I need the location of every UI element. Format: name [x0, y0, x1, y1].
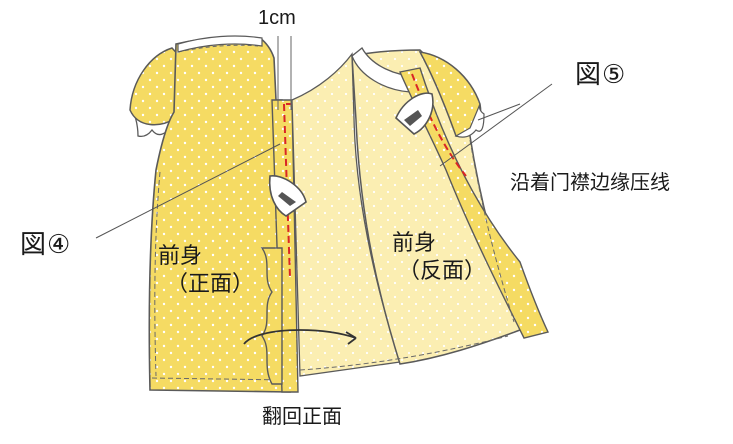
neck-binding-front [177, 35, 263, 53]
fig4-leader [95, 143, 281, 239]
iron-icon [268, 175, 307, 217]
right-sleeve-ruffle [454, 103, 485, 138]
front-wrong-side-sublabel: （反面） [398, 259, 487, 284]
right-side-stitch [469, 139, 515, 323]
figure-5-label: 図⑤ [575, 60, 627, 90]
right-placket-stitch [411, 73, 467, 177]
turn-arrow-icon [243, 329, 357, 345]
inner-hem-stitch [299, 335, 509, 371]
placket-ruffle [260, 247, 283, 385]
right-placket [399, 67, 549, 339]
iron-icon [395, 92, 434, 135]
step-caption: 翻回正面 [262, 404, 342, 428]
front-hem-stitch [151, 377, 289, 381]
front-right-side-sublabel: （正面） [166, 272, 255, 297]
left-side-stitch [154, 171, 161, 377]
note-leader [477, 103, 521, 121]
instruction-note: 沿着门襟边缘压线 [510, 170, 670, 194]
placket-edge-stitch [283, 103, 291, 279]
front-wrong-side-label: 前身 [392, 231, 437, 256]
front-right-side-label: 前身 [158, 244, 203, 269]
fig5-leader [439, 83, 553, 167]
measure-label: 1cm [258, 7, 296, 29]
figure-4-label: 図④ [20, 230, 72, 260]
